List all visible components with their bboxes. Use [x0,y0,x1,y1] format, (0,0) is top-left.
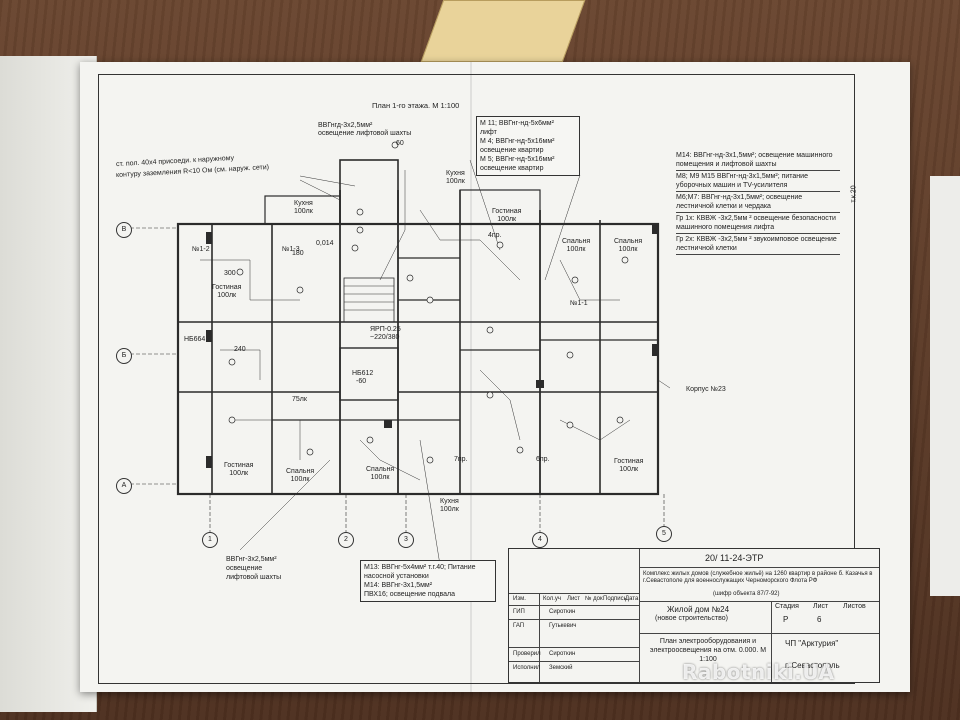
stage-header: Стадия [775,603,799,610]
organization: ЧП "Арктурия" [785,639,839,648]
outer-wall [176,222,660,496]
fixture-mark: 4пр. [488,232,502,239]
project-code: 20/ 11-24-ЭТР [705,553,764,563]
panel-voltage: ~220/380 [370,334,400,341]
sheets-header: Листов [843,603,866,610]
axis-col-bubble: 1 [202,532,218,548]
tb-col-header: Дата [625,596,639,602]
fixture-mark: 180 [292,250,304,257]
fixture-mark: №1-2 [192,246,210,253]
legend-item: М6;М7: ВВГнг-нд-3х1,5мм²; освещение лест… [676,192,840,213]
role-name: Сироткин [549,609,576,615]
fixture-mark: 75лк [292,396,307,403]
panel-code: НБ612 [352,370,374,377]
fixture-mark: 7пр. [454,456,468,463]
cable-note-shaft-line1: ВВГнгд-3х2,5мм² [318,122,373,129]
cable-note-center: М 11; ВВГнг-нд-5х6мм² лифт М 4; ВВГнг-нд… [476,116,580,176]
legend-item: Гр 2х: КВВЖ -3х2,5мм ² звукоимповое осве… [676,234,840,255]
panel-label: ЯРП-0.25 [370,326,401,333]
title-block: 20/ 11-24-ЭТР Комплекс жилых домов (служ… [508,548,880,683]
axis-row-bubble: Б [116,348,132,364]
panel-room [339,347,399,401]
watermark: Rabotniki.UA [682,660,835,684]
stage-value: Р [783,615,789,624]
fixture-mark: 60 [396,140,404,147]
role-name: Сироткин [549,651,576,657]
panel-level: -60 [356,378,367,385]
side-mark: т.к.20 [850,185,858,203]
role: ГАП [513,623,525,629]
legend-item: М8; М9 М15 ВВГнг-нд-3х1,5мм²; питание уб… [676,171,840,192]
sheet-header: Лист [813,603,829,610]
axis-row-bubble: В [116,222,132,238]
axis-row-bubble: А [116,478,132,494]
role: Исполнил [513,665,541,671]
drawing-frame [98,74,855,684]
sheet-value: 6 [817,615,822,624]
cable-note-bottom-left-3: лифтовой шахты [226,574,282,581]
fixture-mark: №1-3 [282,246,300,253]
fixture-mark: 0,014 [316,240,334,247]
plan-title: План 1-го этажа. М 1:100 [372,101,460,110]
building-name: Жилой дом №24 [667,605,730,614]
city: г. Севастополь [785,661,840,670]
bay [459,189,541,225]
role-name: Земский [549,665,573,671]
axis-col-bubble: 3 [398,532,414,548]
cable-legend: М14: ВВГнг-нд-3х1,5мм²; освещение машинн… [676,150,840,255]
fixture-mark: 300 [224,270,236,277]
bay [264,195,341,225]
fixture-mark: 240 [234,346,246,353]
paper-edge-right [930,176,960,596]
axis-col-bubble: 2 [338,532,354,548]
role: Проверил [513,651,541,657]
legend-item: Гр 1х: КВВЖ -3х2,5мм ² освещение безопас… [676,213,840,234]
tb-col-header: № док [585,596,603,602]
fixture-mark: 6пр. [536,456,550,463]
fixture-mark: НБ664 [184,336,206,343]
sheet-name: План электрооборудования и электроосвеще… [649,638,767,663]
elevator-shaft [339,159,399,225]
cable-note-bottom-left-1: ВВГнг-3х2,5мм² [226,556,277,563]
stair [343,277,395,323]
tb-col-header: Кол.уч [543,596,561,602]
tb-col-header: Изм. [513,596,526,602]
role: ГИП [513,609,525,615]
cable-note-bottom-left-2: освещение [226,565,263,572]
tb-col-header: Лист [567,596,581,602]
legend-item: М14: ВВГнг-нд-3х1,5мм²; освещение машинн… [676,150,840,171]
fixture-mark: №1-1 [570,300,588,307]
axis-col-bubble: 5 [656,526,672,542]
cable-note-shaft-line2: освещение лифтовой шахты [318,130,412,137]
sheet-fold-line [470,62,472,692]
building-sub: (новое строительство) [655,615,728,622]
corpus-label: Корпус №23 [686,386,726,393]
cable-note-bottom-center: М13: ВВГнг-5х4мм² т.г.40; Питание насосн… [360,560,496,602]
project-cipher: (шифр объекта 87/7-92) [713,591,780,597]
role-name: Гутькевич [549,623,577,629]
project-name: Комплекс жилых домов (служебное жильё) н… [643,571,873,584]
axis-col-bubble: 4 [532,532,548,548]
tb-col-header: Подпись [603,596,627,602]
